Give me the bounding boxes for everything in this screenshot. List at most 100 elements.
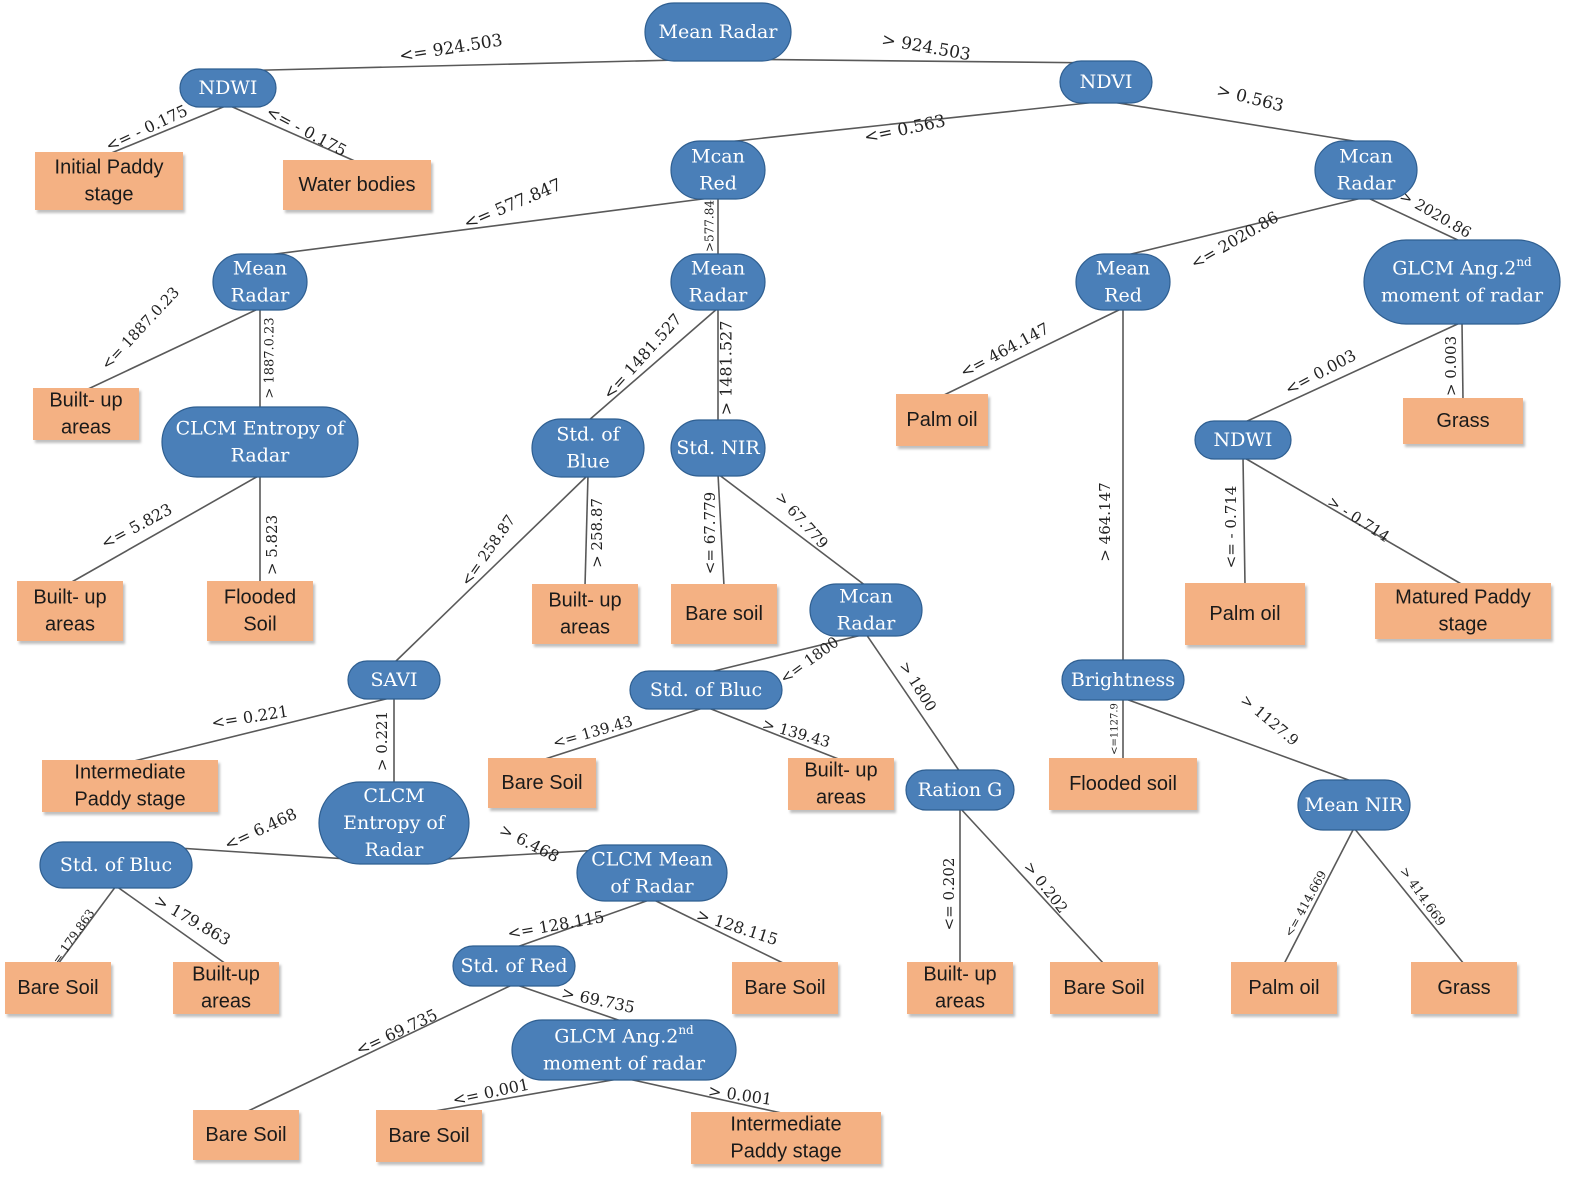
leaf-node-text-line: areas [935, 991, 985, 1013]
decision-node-shape [347, 660, 441, 700]
edge-glcm_mean-to-bare_soil_4 [651, 898, 786, 965]
edge-label-ndwi_right-to-palm_oil_2: <= - 0.714 [1222, 486, 1240, 569]
leaf-node-shape [1375, 583, 1551, 639]
leaf-node-text-line: Grass [1437, 977, 1490, 999]
leaf-node-shape [671, 584, 777, 644]
edge-label-mean_radar_center-to-std_blue_center: <= 1481.527 [599, 310, 686, 403]
decision-node-shape [1314, 140, 1418, 200]
decision-node-text-line: Mean NIR [1305, 794, 1404, 816]
decision-node-text-line: CLCM [363, 785, 424, 807]
edge-ndwi_right-to-matured_paddy [1242, 456, 1464, 586]
edge-label-std_nir-to-mean_radar_lower: > 67.779 [772, 488, 832, 552]
edge-label-ndwi_right-to-matured_paddy: > - 0.714 [1324, 493, 1393, 546]
edge-label-mean_radar_right-to-glcm_asm_right: > 2020.86 [1397, 186, 1475, 241]
edge-std_blue_lower-to-builtup_4 [705, 706, 842, 761]
leaf-node-palm-oil-2: Palm oil [1185, 583, 1305, 645]
decision-node-text-line: Red [699, 173, 737, 195]
decision-node-std-blue-lower: Std. of Bluc [629, 670, 783, 710]
edge-label-ndvi-to-mean_red_mid: <= 0.563 [862, 111, 947, 148]
leaf-node-shape [1231, 962, 1337, 1014]
decision-node-shape [905, 769, 1015, 811]
decision-node-text-line: Mcan [839, 586, 893, 608]
decision-node-text-line: Std. of Bluc [60, 854, 172, 876]
edge-label-glcm_asm_right-to-ndwi_right: <= 0.003 [1282, 345, 1360, 398]
decision-node-shape [670, 140, 766, 200]
edge-label-mean_nir-to-palm_oil_3: <= 414.669 [1282, 868, 1330, 939]
leaf-node-shape [1049, 758, 1197, 810]
leaf-node-text-line: Soil [243, 614, 276, 636]
decision-node-text-line: moment of radar [543, 1053, 706, 1075]
edge-label-glcm_mean-to-bare_soil_4: > 128.115 [694, 905, 780, 949]
edge-mean_red_right-to-palm_oil_1 [941, 307, 1124, 397]
edge-label-glcm_asm_lower-to-intermediate_paddy_2: > 0.001 [707, 1081, 773, 1109]
leaf-node-shape [283, 160, 431, 210]
leaf-node-text-line: Bare Soil [744, 977, 825, 999]
decision-node-text-line: GLCM Ang.2nd [554, 1023, 694, 1048]
decision-node-std-red: Std. of Red [452, 945, 576, 987]
leaf-node-text-line: Bare Soil [205, 1124, 286, 1146]
leaf-node-bare-soil-7: Bare Soil [376, 1110, 482, 1162]
decision-node-text-line: moment of radar [1381, 285, 1544, 307]
leaf-node-shape [488, 758, 596, 808]
leaf-node-text-line: Paddy stage [74, 789, 185, 811]
decision-node-shape [1297, 779, 1411, 831]
decision-node-shape [809, 583, 923, 637]
edge-std_blue_center-to-savi [393, 474, 589, 664]
decision-node-glcm-asm-lower: GLCM Ang.2nd moment of radar [511, 1019, 737, 1081]
decision-node-shape [179, 68, 277, 108]
edge-ratio_g-to-bare_soil_5 [959, 807, 1105, 965]
leaf-node-shape [691, 1112, 881, 1164]
leaf-node-shape [1050, 962, 1158, 1014]
leaf-node-flooded-soil-2: Flooded soil [1049, 758, 1197, 810]
edge-ndvi-to-mean_radar_right [1105, 100, 1367, 144]
leaf-node-text-line: Built- up [33, 587, 106, 609]
edge-label-std_blue_lower-to-bare_soil_2: <= 139.43 [551, 712, 635, 752]
decision-node-text-line: SAVI [370, 669, 417, 691]
edge-mean_red_mid-to-mean_radar_left [259, 196, 719, 257]
edge-label-mean_radar_right-to-mean_red_right: <= 2020.86 [1187, 207, 1281, 272]
decision-node-shape [39, 841, 193, 889]
edge-ndwi_top-to-initial_paddy [108, 104, 229, 155]
edge-label-savi-to-intermediate_paddy_1: <= 0.221 [210, 702, 290, 733]
leaf-node-text-line: Flooded soil [1069, 773, 1177, 795]
edge-ndvi-to-mean_red_mid [717, 100, 1107, 144]
edge-mean_nir-to-palm_oil_3 [1283, 827, 1355, 965]
decision-node-text-line: Mean Radar [659, 21, 779, 43]
decision-node-ndwi-right: NDWI [1194, 420, 1292, 460]
edge-std_nir-to-bare_soil_1 [717, 473, 725, 587]
edge-mean_nir-to-grass_2 [1353, 827, 1465, 965]
decision-node-text-line: Blue [566, 451, 610, 473]
edge-label-root-to-ndvi: > 924.503 [880, 30, 972, 65]
edge-glcm_mean-to-std_red [513, 898, 653, 949]
decision-node-text-line: Mean [1096, 258, 1150, 280]
decision-node-text-line: Entropy of [343, 812, 447, 834]
leaf-node-text-line: Bare Soil [1063, 977, 1144, 999]
edge-brightness-to-mean_nir [1122, 697, 1355, 783]
decision-node-text-line: Red [1104, 285, 1142, 307]
decision-node-shape [212, 253, 308, 311]
leaf-node-text-line: Bare soil [685, 603, 763, 625]
edge-root-to-ndwi_top [227, 58, 719, 72]
leaf-node-bare-soil-6: Bare Soil [193, 1110, 299, 1160]
decision-node-shape [670, 253, 766, 311]
edge-label-ndwi_top-to-water_bodies: <= - 0.175 [263, 102, 350, 160]
decision-node-shape [1061, 659, 1185, 701]
edge-label-mean_red_mid-to-mean_radar_left: <= 577.847 [461, 175, 565, 234]
leaf-node-palm-oil-3: Palm oil [1231, 962, 1337, 1014]
leaf-node-shape [33, 388, 139, 440]
decision-node-text-line: CLCM Entropy of [176, 418, 347, 440]
leaf-node-text-line: areas [61, 417, 111, 439]
edge-mean_radar_right-to-mean_red_right [1122, 196, 1367, 257]
decision-node-text-line: Radar [231, 285, 291, 307]
decision-node-shape [1059, 60, 1153, 104]
edge-label-glcm_asm_right-to-grass_1: > 0.003 [1442, 336, 1460, 396]
edge-label-mean_nir-to-grass_2: > 414.669 [1396, 865, 1448, 930]
decision-node-text-line: Std. NIR [676, 437, 760, 459]
leaf-node-text-line: Built-up [192, 964, 260, 986]
decision-node-shape [511, 1019, 737, 1081]
